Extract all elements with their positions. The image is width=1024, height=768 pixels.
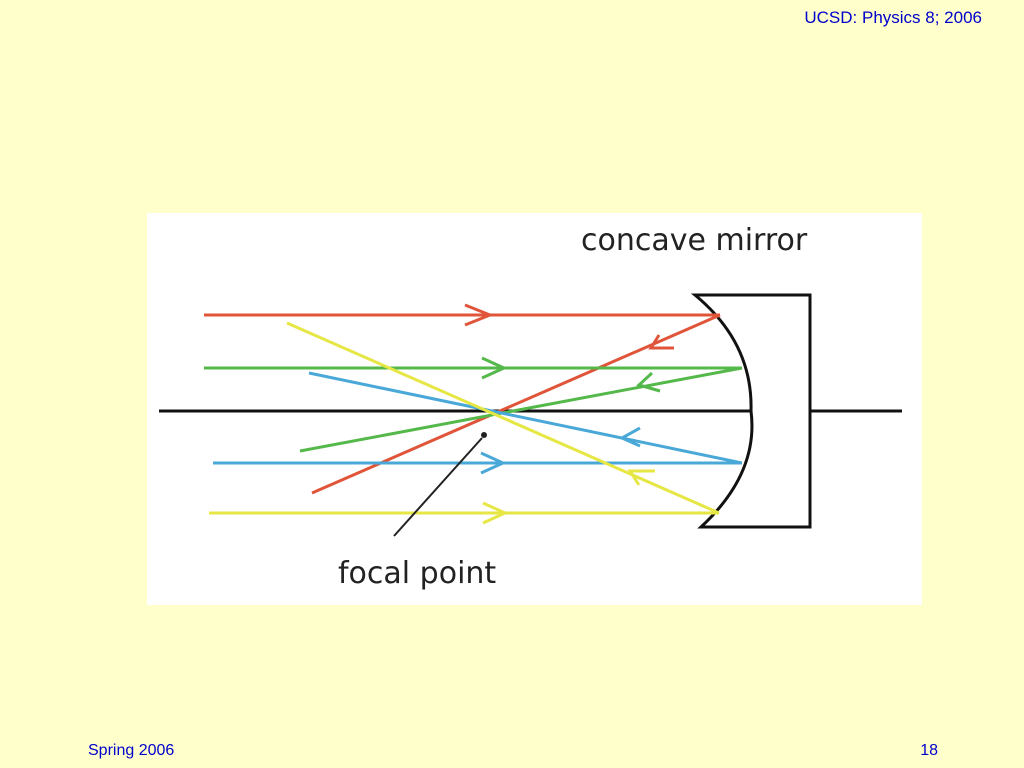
focal-point-marker <box>481 432 487 438</box>
yellow-ray <box>209 321 720 525</box>
slide-footer-date: Spring 2006 <box>88 742 175 759</box>
concave-mirror-label: concave mirror <box>581 223 808 258</box>
slide-page-number: 18 <box>920 742 938 759</box>
slide-header: UCSD: Physics 8; 2006 <box>804 8 982 27</box>
diagram-panel: concave mirror focal point <box>147 213 922 605</box>
focal-point-pointer <box>393 437 483 537</box>
concave-mirror-diagram: concave mirror focal point <box>159 223 902 591</box>
green-ray <box>204 356 743 453</box>
focal-point-label: focal point <box>338 556 496 591</box>
blue-ray <box>213 371 743 475</box>
concave-mirror <box>690 293 812 529</box>
